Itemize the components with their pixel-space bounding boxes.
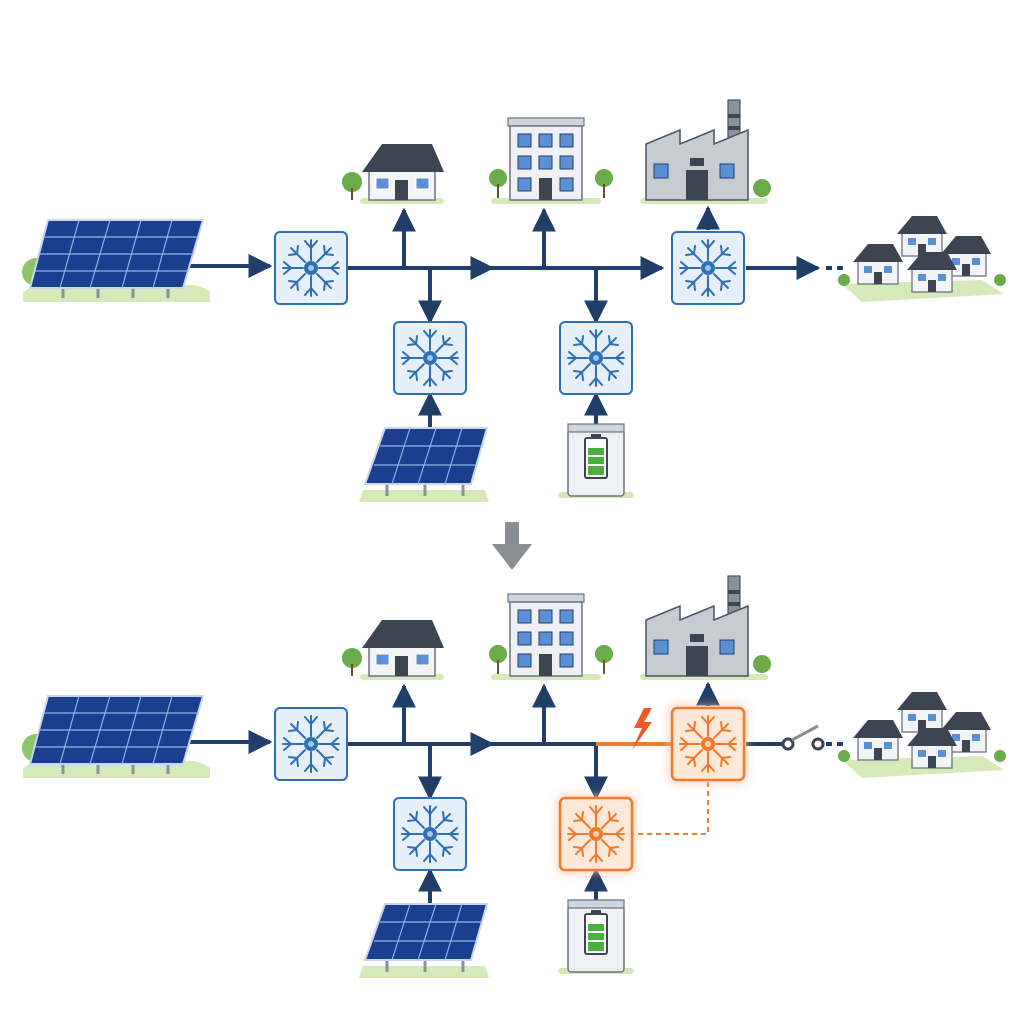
neighborhood-icon	[838, 692, 1006, 778]
house-icon	[341, 143, 445, 205]
solar-array-icon	[357, 902, 491, 980]
control-node-icon	[274, 231, 348, 305]
control-node-icon	[671, 231, 745, 305]
office-building-icon	[488, 593, 614, 681]
factory-icon	[639, 575, 772, 681]
solar-array-icon	[357, 426, 491, 504]
control-node-alert-icon	[558, 796, 634, 872]
control-node-icon	[274, 707, 348, 781]
battery-storage-icon	[557, 423, 635, 499]
house-icon	[341, 619, 445, 681]
panel-fault-islanding	[20, 575, 1006, 980]
lightning-fault-icon	[632, 708, 652, 750]
open-switch-icon	[781, 724, 825, 751]
solar-array-icon	[20, 218, 212, 304]
control-node-icon	[559, 321, 633, 395]
factory-icon	[639, 99, 772, 205]
down-arrow-icon	[492, 522, 532, 570]
office-building-icon	[488, 117, 614, 205]
neighborhood-icon	[838, 216, 1006, 302]
control-node-icon	[393, 321, 467, 395]
control-node-icon	[393, 797, 467, 871]
control-node-alert-icon	[670, 706, 746, 782]
battery-storage-icon	[557, 899, 635, 975]
solar-array-icon	[20, 694, 212, 780]
panel-normal-operation	[20, 99, 1006, 504]
